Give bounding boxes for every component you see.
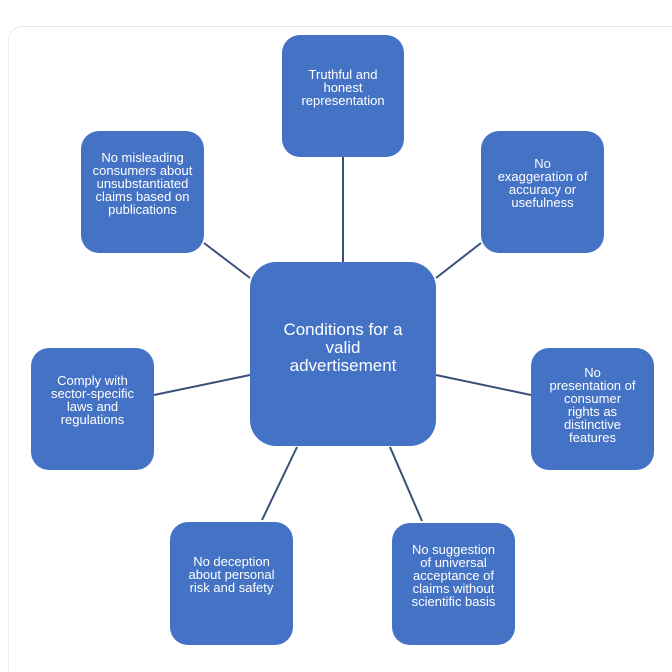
canvas-frame (8, 26, 672, 672)
text-line: consumer (563, 391, 622, 406)
text-line: regulations (60, 412, 125, 427)
text-line: publications (108, 201, 177, 217)
node-top-left: No misleading consumers about unsubstant… (81, 131, 204, 253)
text-line: No deception (193, 554, 270, 569)
text-line: Comply with (57, 373, 128, 388)
text-line: accuracy or (508, 182, 577, 197)
text-line: risk and safety (189, 580, 274, 595)
text-line: honest (323, 79, 363, 95)
text-line: No (534, 156, 551, 171)
text-line: No suggestion (411, 541, 496, 557)
text-line: unsubstantiated (96, 175, 189, 191)
text-line: distinctive (563, 417, 622, 432)
node-left: Comply with sector-specific laws and reg… (31, 348, 154, 470)
text-line: claims without (412, 580, 495, 596)
text-line: presentation of (549, 378, 636, 393)
text-line: exaggeration of (497, 169, 588, 184)
connector-left (153, 374, 251, 396)
text-line: scientific basis (411, 593, 496, 609)
central-node: Conditions for a valid advertisement (250, 262, 436, 446)
text-line: usefulness (511, 195, 574, 210)
text-line: acceptance of (413, 567, 494, 583)
node-bottom-right: No suggestion of universal acceptance of… (392, 523, 515, 645)
text-line: advertisement (289, 356, 397, 375)
text-line: valid (325, 338, 361, 357)
text-line: consumers about (92, 162, 193, 178)
text-line: laws and (66, 399, 119, 414)
text-line: Truthful and (308, 66, 378, 82)
text-line: sector-specific (50, 386, 135, 401)
text-line: No (584, 365, 601, 380)
text-line: of universal (420, 554, 487, 570)
text-line: claims based on (95, 188, 190, 204)
node-top: Truthful and honest representation (282, 35, 404, 157)
text-line: features (569, 430, 616, 445)
text-line: about personal (188, 567, 275, 582)
text-line: representation (301, 92, 385, 108)
connector-bottom-right (389, 446, 423, 522)
node-right: No presentation of consumer rights as di… (531, 348, 654, 470)
text-line: rights as (567, 404, 618, 419)
node-bottom-left: No deception about personal risk and saf… (170, 522, 293, 645)
text-line: Conditions for a (283, 320, 403, 339)
text-line: No misleading (101, 149, 184, 165)
node-top-right: No exaggeration of accuracy or usefulnes… (481, 131, 604, 253)
connector-top-right (435, 242, 482, 279)
connector-top-left (203, 242, 251, 279)
connector-bottom-left (261, 446, 298, 521)
connector-right (435, 374, 532, 396)
